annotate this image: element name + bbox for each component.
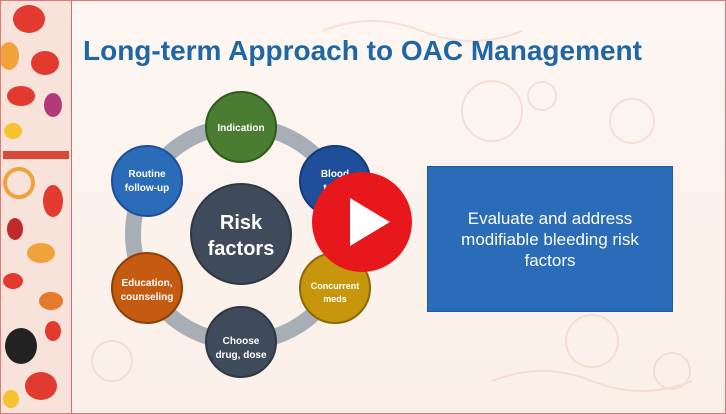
svg-text:Routine: Routine [128,169,166,180]
cycle-node-follow-up: Routine follow-up [111,145,183,217]
decorative-left-strip [1,1,72,413]
svg-text:follow-up: follow-up [125,183,169,194]
svg-text:drug, dose: drug, dose [215,350,267,361]
decorative-dots-pattern [1,5,69,408]
center-circle [190,183,292,285]
svg-text:Blood: Blood [321,169,349,180]
svg-text:Concurrent: Concurrent [311,281,360,291]
svg-text:meds: meds [323,294,347,304]
play-icon [350,198,390,246]
slide-title: Long-term Approach to OAC Management [83,35,642,66]
callout-text: Evaluate and address modifiable bleeding… [461,208,639,270]
cycle-node-choose-drug: Choose drug, dose [205,306,277,378]
center-label-line2: factors [208,238,275,260]
svg-text:counseling: counseling [121,292,174,303]
svg-text:Choose: Choose [223,336,260,347]
callout-box: Evaluate and address modifiable bleeding… [427,166,673,312]
cycle-node-education: Education, counseling [111,252,183,324]
cycle-node-indication: Indication [205,91,277,163]
svg-text:Indication: Indication [217,123,264,134]
center-label-line1: Risk [220,212,263,234]
decorative-background-pattern [91,20,693,392]
video-play-button[interactable] [310,170,414,274]
svg-text:Education,: Education, [121,278,172,289]
